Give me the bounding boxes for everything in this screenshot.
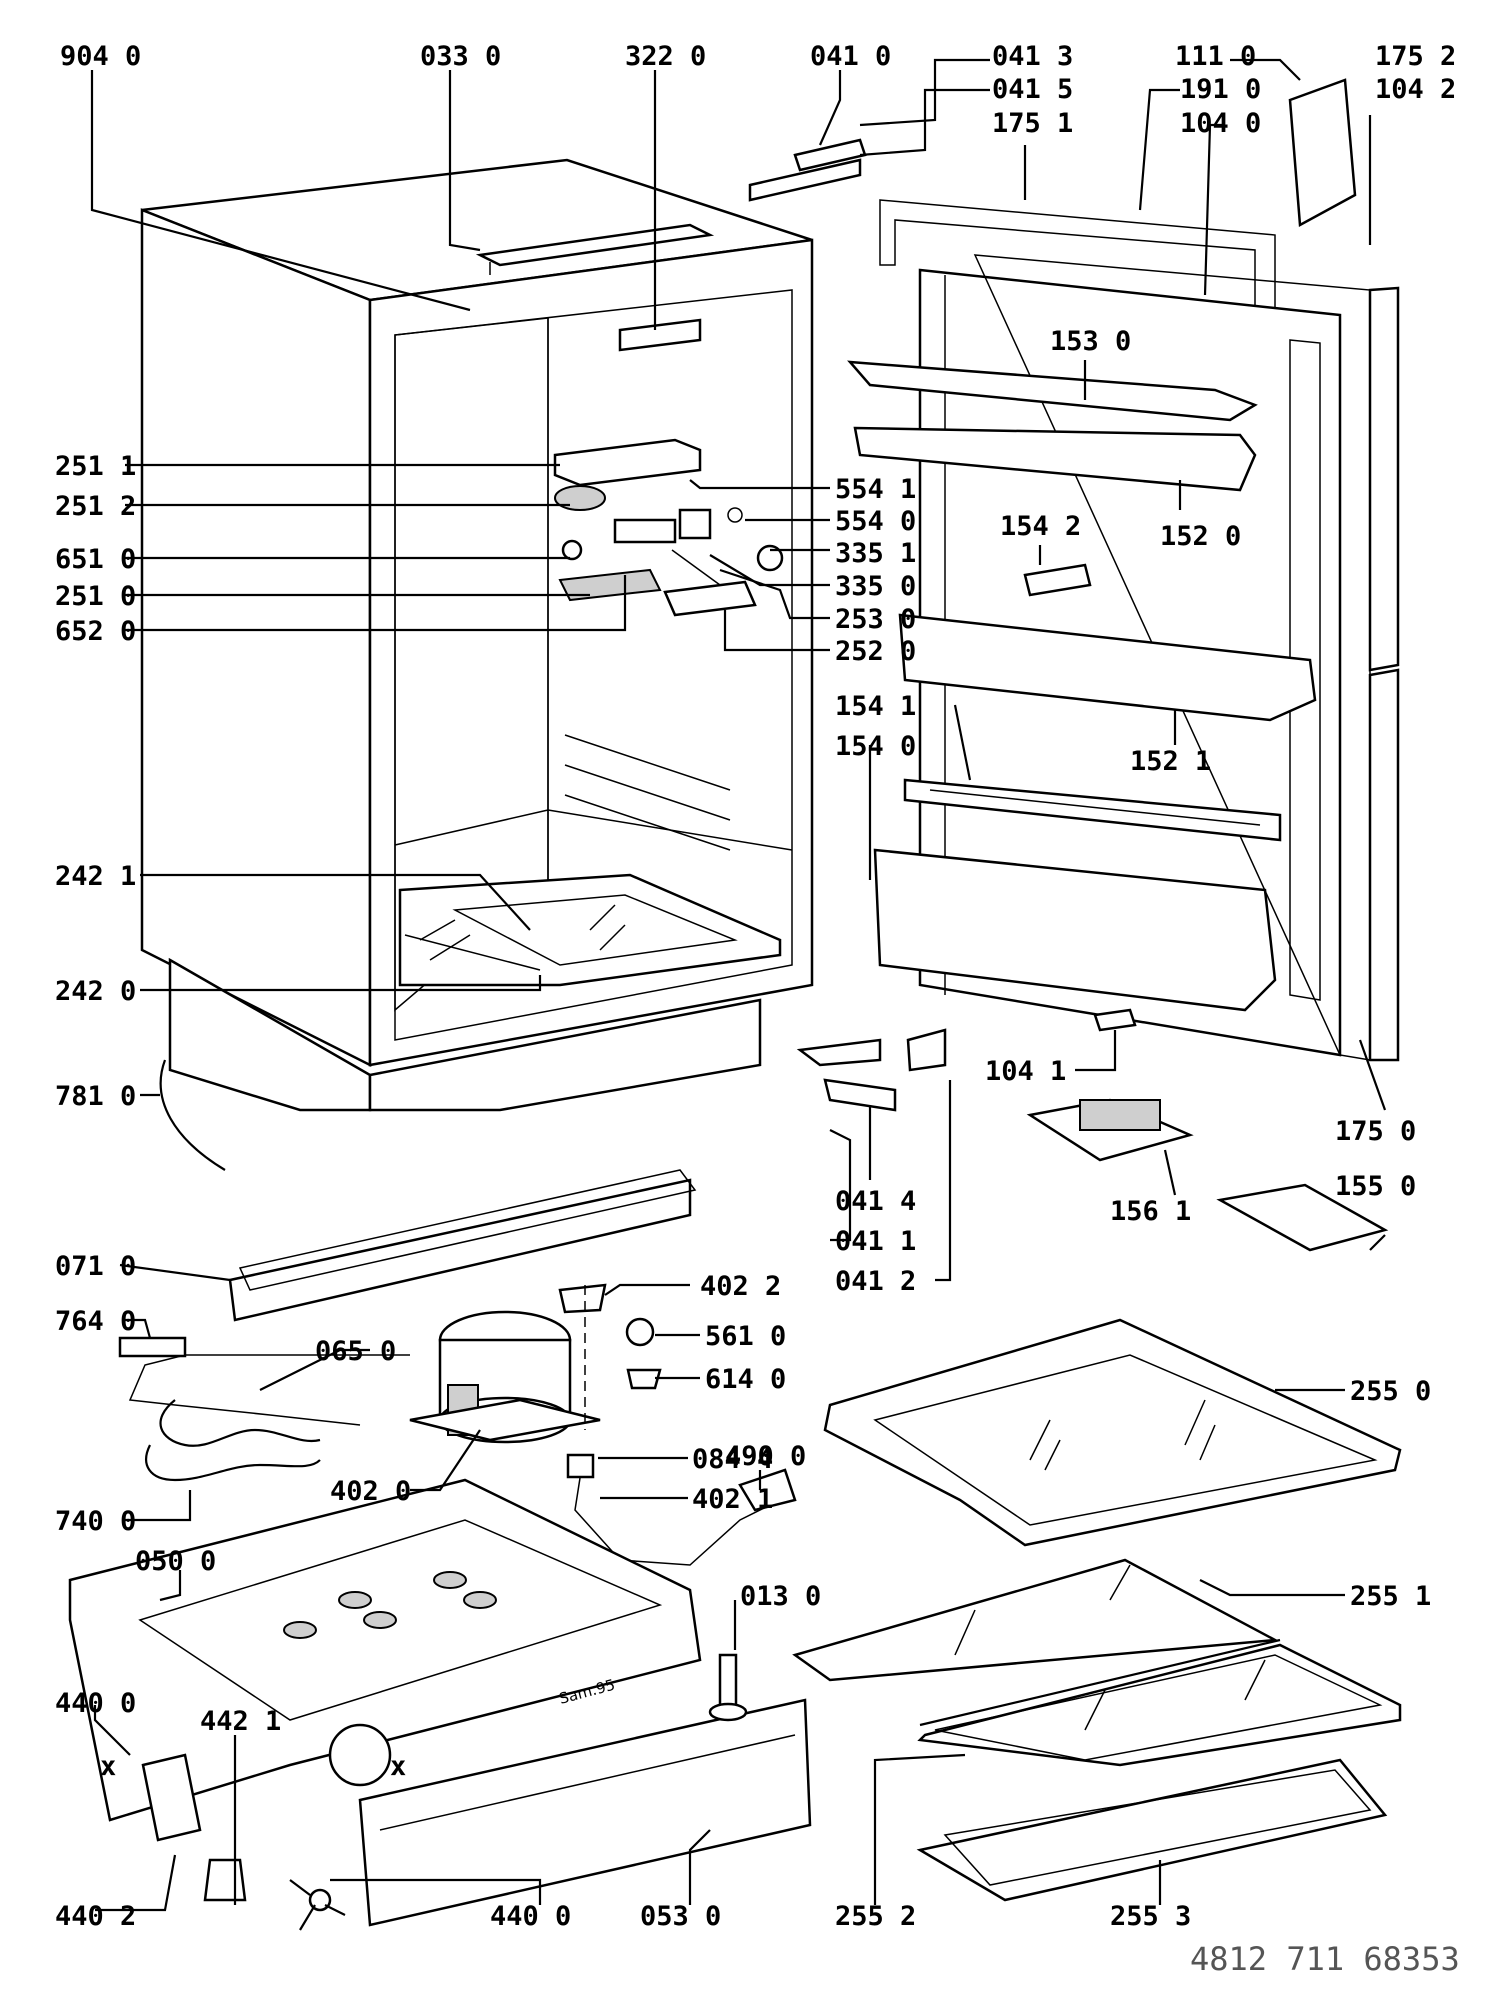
label-152-0: 152 0: [1160, 521, 1241, 552]
leader-lines: [90, 58, 1387, 1912]
label-084-4: 084 4: [692, 1444, 773, 1475]
label-153-0: 153 0: [1050, 326, 1131, 357]
label-490-0: 490 0: [725, 1441, 806, 1472]
hinges: [748, 138, 947, 1112]
label-402-0: 402 0: [330, 1476, 411, 1507]
marker-x-1: x: [100, 1751, 116, 1782]
glass-shelves: [792, 1318, 1402, 1902]
label-335-1: 335 1: [835, 538, 916, 569]
label-191-0: 191 0: [1180, 74, 1261, 105]
label-104-0: 104 0: [1180, 108, 1261, 139]
label-104-2: 104 2: [1375, 74, 1456, 105]
label-242-0: 242 0: [55, 976, 136, 1007]
label-111-0: 111 0: [1175, 41, 1256, 72]
label-152-1: 152 1: [1130, 746, 1211, 777]
label-041-2: 041 2: [835, 1266, 916, 1297]
label-013-0: 013 0: [740, 1581, 821, 1612]
thermostat-light-assembly: [553, 438, 784, 617]
label-251-1: 251 1: [55, 451, 136, 482]
compressor-assembly: [118, 1169, 797, 1566]
label-335-0: 335 0: [835, 571, 916, 602]
label-554-1: 554 1: [835, 474, 916, 505]
label-041-4: 041 4: [835, 1186, 916, 1217]
callout-labels: 904 0 033 0 322 0 041 0 041 3 041 5 175 …: [55, 41, 1460, 1978]
label-154-1: 154 1: [835, 691, 916, 722]
label-155-0: 155 0: [1335, 1171, 1416, 1202]
label-402-2: 402 2: [700, 1271, 781, 1302]
label-440-0-bottom: 440 0: [490, 1901, 571, 1932]
label-255-2: 255 2: [835, 1901, 916, 1932]
label-041-5: 041 5: [992, 74, 1073, 105]
label-440-0-top: 440 0: [55, 1688, 136, 1719]
butter-dish-egg-tray: [1026, 1098, 1389, 1252]
label-154-2: 154 2: [1000, 511, 1081, 542]
label-614-0: 614 0: [705, 1364, 786, 1395]
label-175-0: 175 0: [1335, 1116, 1416, 1147]
label-065-0: 065 0: [315, 1336, 396, 1367]
label-041-3: 041 3: [992, 41, 1073, 72]
label-442-1: 442 1: [200, 1706, 281, 1737]
label-255-1: 255 1: [1350, 1581, 1431, 1612]
label-402-1: 402 1: [692, 1484, 773, 1515]
label-071-0: 071 0: [55, 1251, 136, 1282]
label-041-0: 041 0: [810, 41, 891, 72]
label-154-0: 154 0: [835, 731, 916, 762]
label-175-2: 175 2: [1375, 41, 1456, 72]
label-322-0: 322 0: [625, 41, 706, 72]
label-255-3: 255 3: [1110, 1901, 1191, 1932]
label-652-0: 652 0: [55, 616, 136, 647]
label-253-0: 253 0: [835, 604, 916, 635]
label-440-2: 440 2: [55, 1901, 136, 1932]
label-053-0: 053 0: [640, 1901, 721, 1932]
label-104-1: 104 1: [985, 1056, 1066, 1087]
bottom-frame: Sam.95 x x: [68, 1478, 812, 1931]
drain-hose: [159, 1059, 226, 1171]
label-740-0: 740 0: [55, 1506, 136, 1537]
label-764-0: 764 0: [55, 1306, 136, 1337]
label-255-0: 255 0: [1350, 1376, 1431, 1407]
door-assembly: [847, 78, 1400, 1062]
label-050-0: 050 0: [135, 1546, 216, 1577]
label-561-0: 561 0: [705, 1321, 786, 1352]
label-651-0: 651 0: [55, 544, 136, 575]
label-781-0: 781 0: [55, 1081, 136, 1112]
label-242-1: 242 1: [55, 861, 136, 892]
label-175-1: 175 1: [992, 108, 1073, 139]
label-251-0: 251 0: [55, 581, 136, 612]
label-904-0: 904 0: [60, 41, 141, 72]
document-code: 4812 711 68353: [1190, 1940, 1460, 1978]
label-156-1: 156 1: [1110, 1196, 1191, 1227]
label-554-0: 554 0: [835, 506, 916, 537]
marker-x-2: x: [390, 1751, 406, 1782]
cabinet-body: [140, 158, 814, 1112]
label-033-0: 033 0: [420, 41, 501, 72]
label-251-2: 251 2: [55, 491, 136, 522]
label-252-0: 252 0: [835, 636, 916, 667]
label-041-1: 041 1: [835, 1226, 916, 1257]
